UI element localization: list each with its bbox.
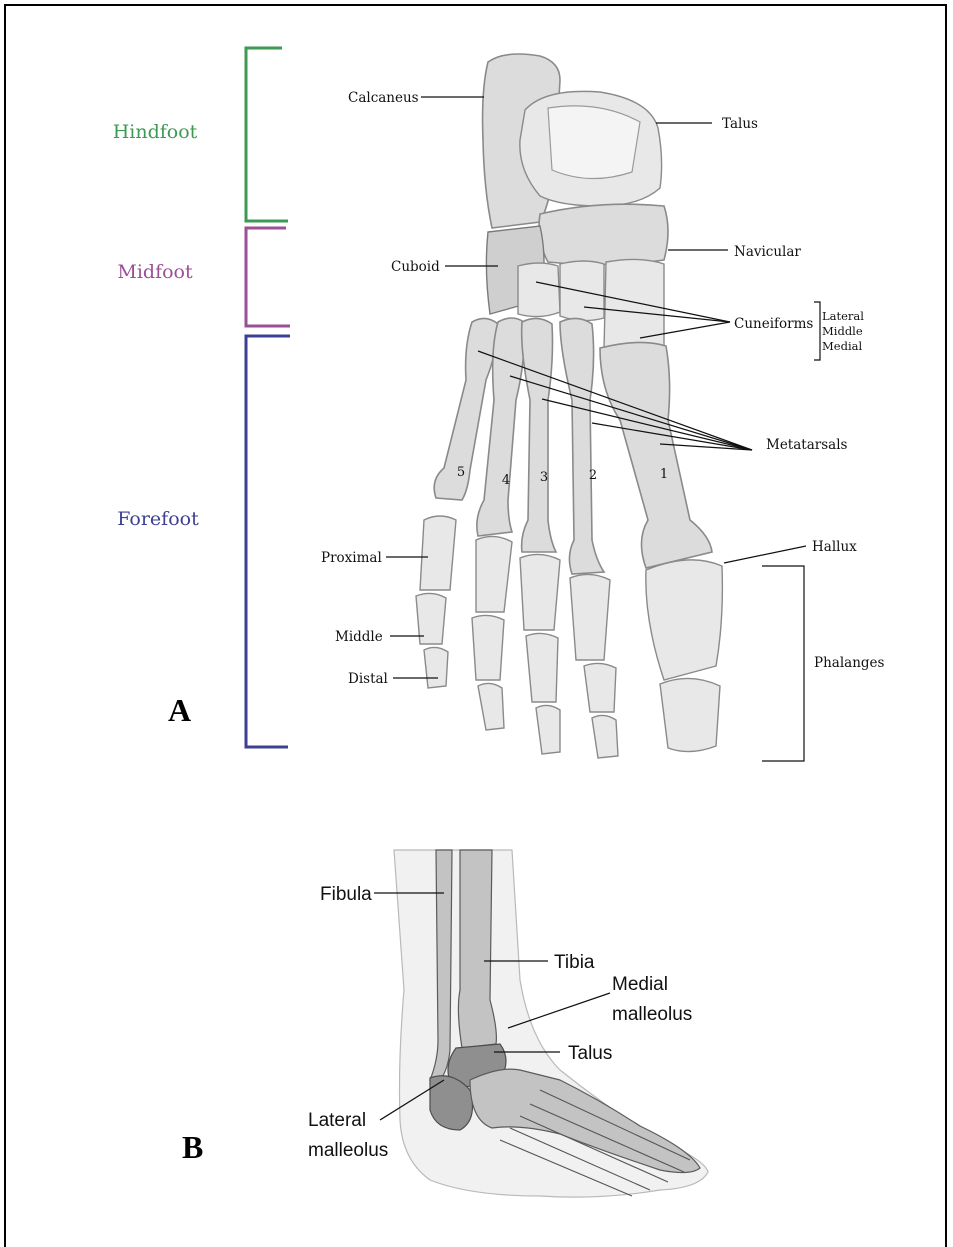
panel-a-label: A <box>168 692 191 728</box>
hallux-proximal <box>646 560 723 680</box>
hallux-distal <box>660 678 720 751</box>
panel-b-label: B <box>182 1129 203 1165</box>
metatarsal-number-2: 2 <box>589 468 597 483</box>
metatarsal-number-1: 1 <box>660 467 668 482</box>
medial-cuneiform <box>604 259 664 355</box>
toe2-distal <box>592 715 618 758</box>
proximal-label: Proximal <box>321 550 382 566</box>
metatarsal-3 <box>522 318 556 552</box>
toe3-middle <box>526 633 558 702</box>
fibula-label: Fibula <box>320 884 372 905</box>
toe3-proximal <box>520 554 560 630</box>
metatarsal-1 <box>600 342 712 568</box>
navicular-bone <box>539 204 668 264</box>
cuneiform-lateral-label: Lateral <box>822 309 864 323</box>
metatarsals-label: Metatarsals <box>766 437 848 453</box>
toe5-proximal <box>420 516 456 590</box>
hallux-label: Hallux <box>812 539 857 555</box>
navicular-label: Navicular <box>734 244 801 260</box>
cuneiforms-label: Cuneiforms <box>734 316 813 332</box>
medial-malleolus-label-2: malleolus <box>612 1004 692 1025</box>
toe4-proximal <box>476 536 512 612</box>
toe5-distal <box>424 647 448 688</box>
medial-malleolus-label-1: Medial <box>612 974 668 995</box>
hindfoot-bracket <box>246 48 288 221</box>
midfoot-bracket <box>246 228 290 326</box>
cuneiform-medial-label: Medial <box>822 339 862 353</box>
forefoot-bracket <box>246 336 290 747</box>
toe4-middle <box>472 615 504 680</box>
metatarsal-number-4: 4 <box>502 473 510 488</box>
talus-label-a: Talus <box>722 116 758 132</box>
metatarsal-number-5: 5 <box>457 465 465 480</box>
toe2-proximal <box>570 574 610 660</box>
hindfoot-label: Hindfoot <box>113 121 198 143</box>
phalanges-label: Phalanges <box>814 655 885 671</box>
metatarsal-2 <box>560 318 604 574</box>
lateral-cuneiform <box>518 263 560 317</box>
toe2-middle <box>584 663 616 712</box>
toe3-distal <box>536 705 560 754</box>
lateral-malleolus-label-2: malleolus <box>308 1140 388 1161</box>
tibia-bone <box>458 850 496 1048</box>
midfoot-label: Midfoot <box>117 261 193 283</box>
lateral-malleolus-label-1: Lateral <box>308 1110 366 1131</box>
cuboid-label: Cuboid <box>391 259 440 275</box>
talus-label-b: Talus <box>568 1043 612 1064</box>
forefoot-label: Forefoot <box>117 508 199 530</box>
toe4-distal <box>478 683 504 730</box>
middle-label: Middle <box>335 629 383 645</box>
metatarsal-number-3: 3 <box>540 470 548 485</box>
middle-cuneiform <box>560 261 604 321</box>
tibia-label: Tibia <box>554 952 595 973</box>
cuneiform-middle-label: Middle <box>822 324 863 338</box>
distal-label: Distal <box>348 671 388 687</box>
calcaneus-label: Calcaneus <box>348 90 419 106</box>
